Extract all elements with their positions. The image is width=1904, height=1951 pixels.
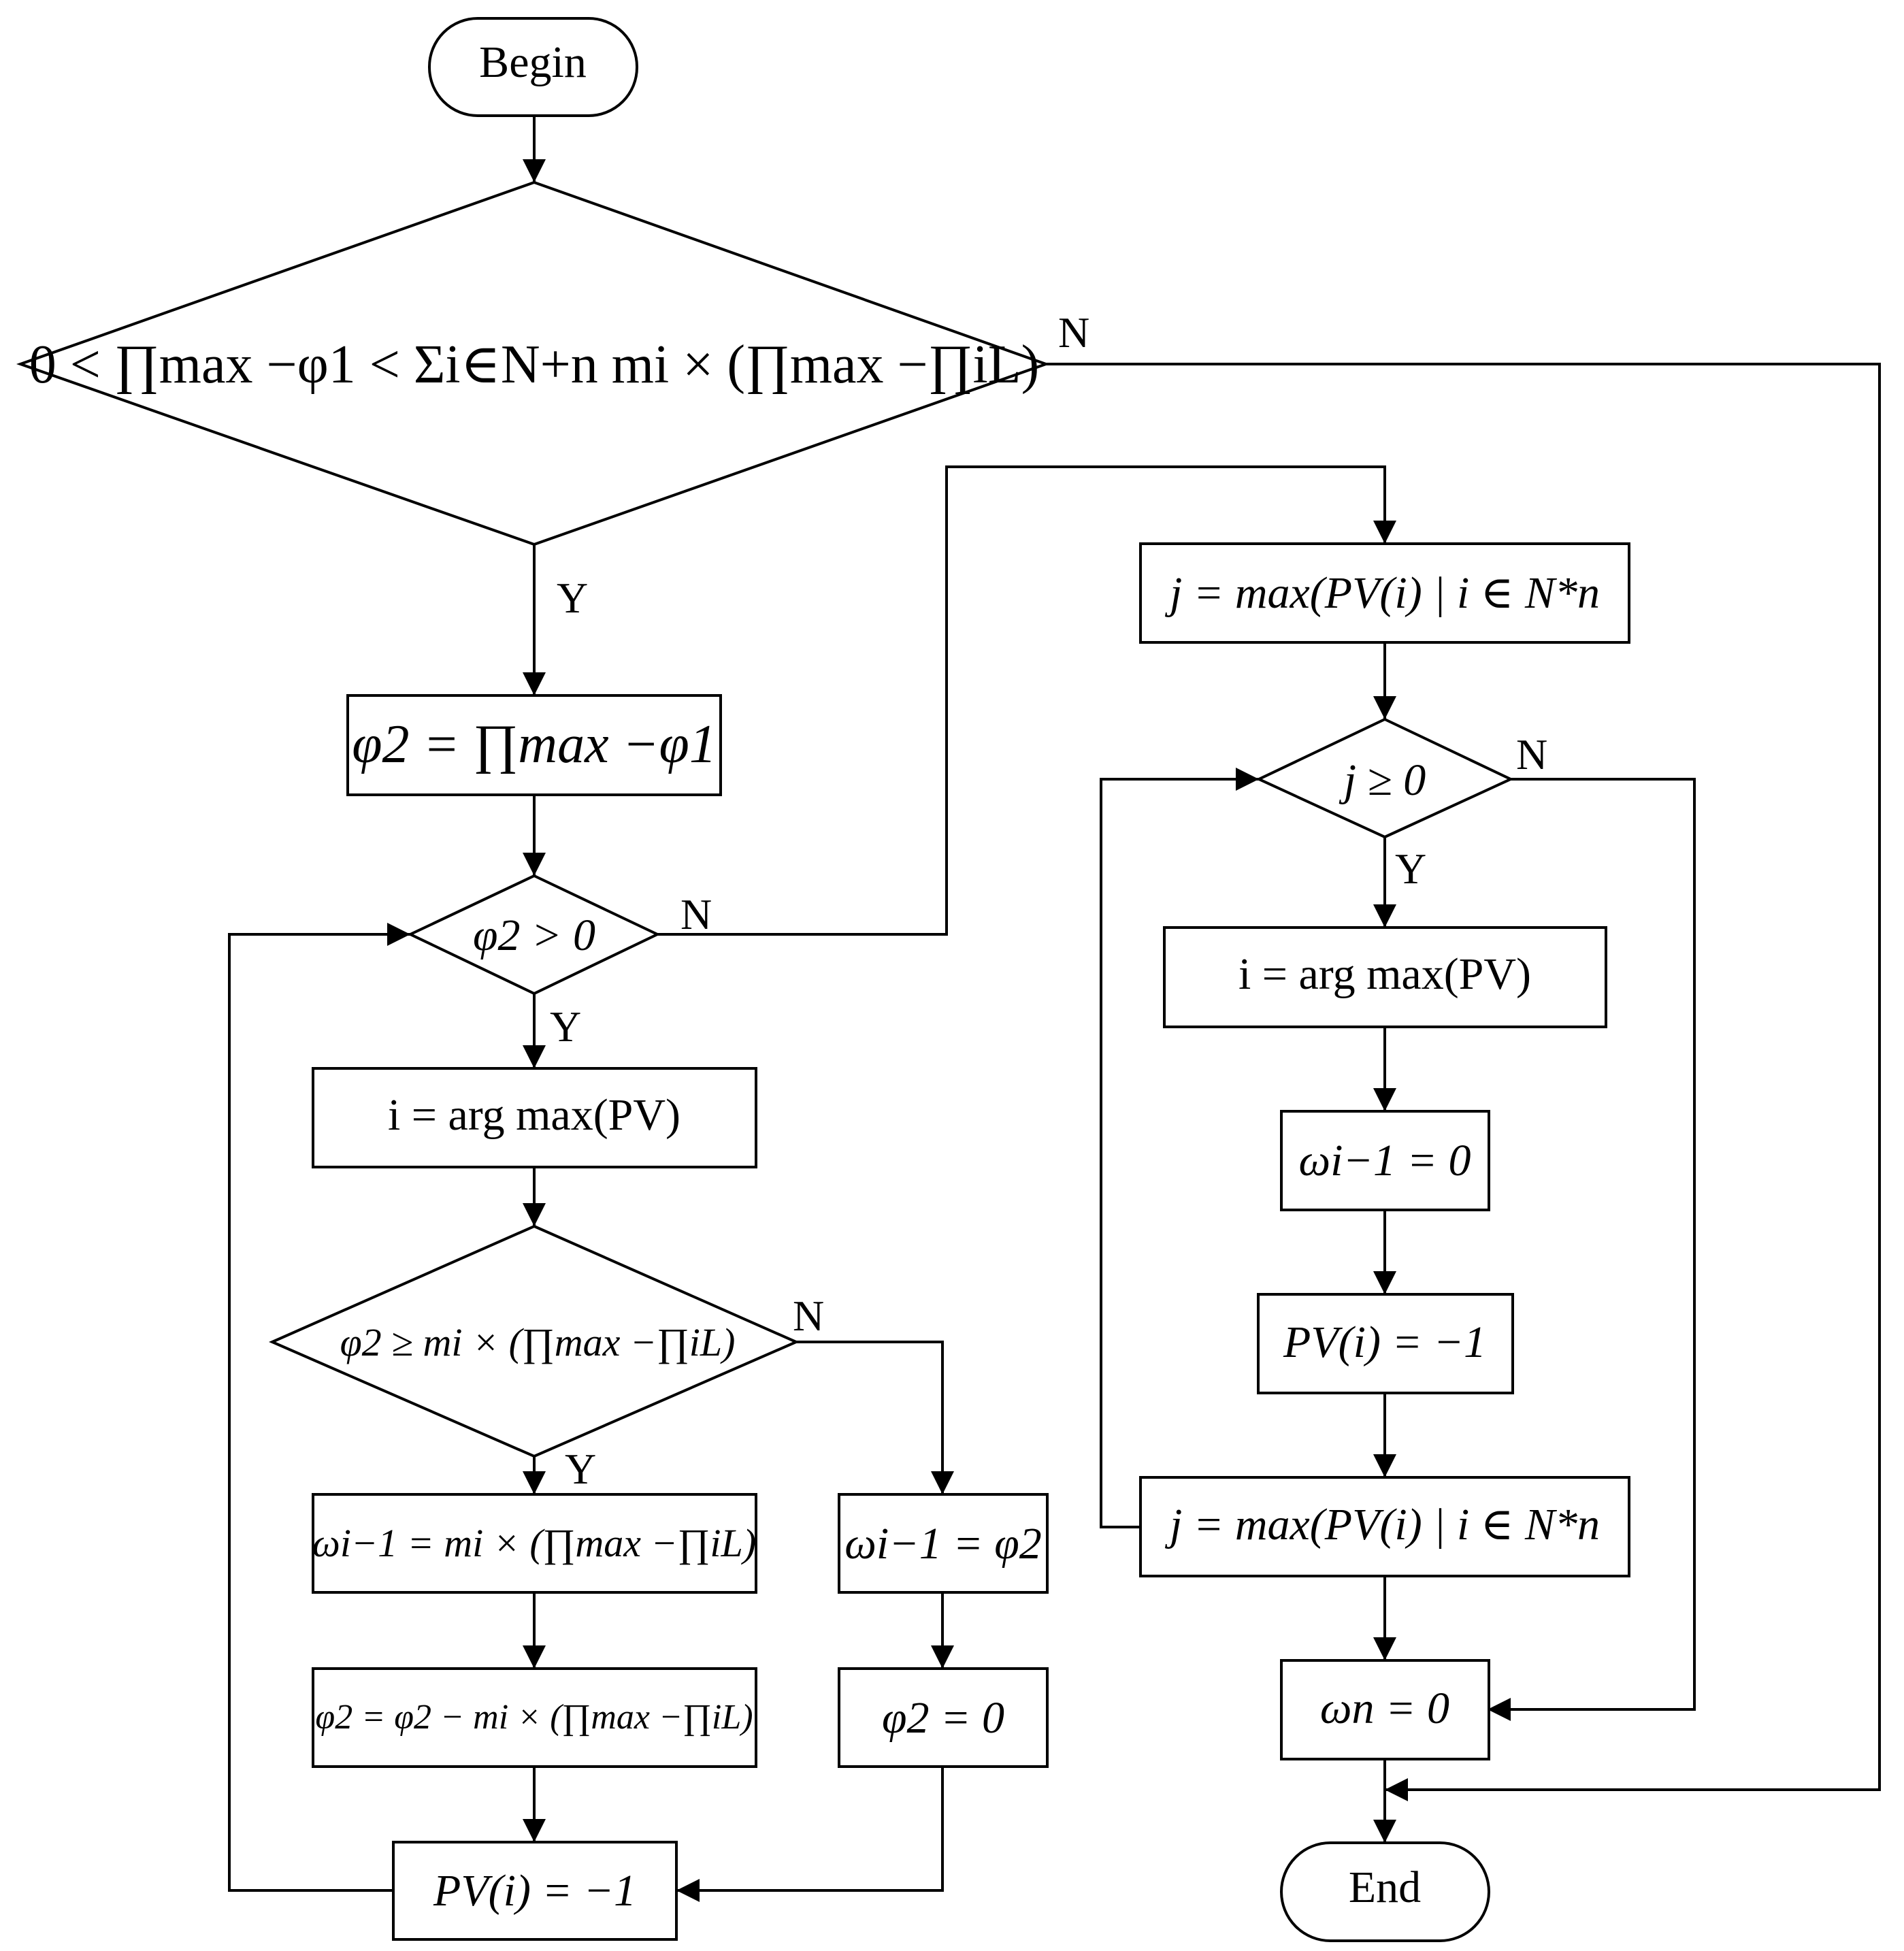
edge-cond-no-to-end (1046, 363, 1881, 1801)
process-omega-assign-y-label: ωi−1 = mi × (∏max −∏iL) (312, 1521, 756, 1565)
decision-main: 0 < ∏max −φ1 < Σi∈N+n mi × (∏max −∏iL) (16, 180, 1050, 546)
process-phi2-zero-label: φ2 = 0 (882, 1693, 1004, 1743)
begin-node: Begin (428, 17, 638, 117)
process-pv-right-label: PV(i) = −1 (1283, 1317, 1486, 1367)
decision-j-label: j ≥ 0 (1339, 755, 1426, 805)
label-yes-phi2: Y (550, 1002, 581, 1051)
process-argmax-left-label: i = arg max(PV) (388, 1090, 680, 1140)
edges (228, 116, 1881, 1902)
decision-phi2-label: φ2 > 0 (473, 911, 595, 960)
process-omega-assign-y: ωi−1 = mi × (∏max −∏iL) (312, 1493, 757, 1594)
decision-phi2-ge: φ2 ≥ mi × (∏max −∏iL) (269, 1224, 800, 1458)
process-omega-assign-n: ωi−1 = φ2 (838, 1493, 1049, 1594)
edge-phi2-zero-to-pv (676, 1767, 944, 1902)
process-omega-n: ωn = 0 (1280, 1659, 1490, 1760)
edge-cond-ge-no-to-omega-phi2 (796, 1341, 954, 1494)
decision-j: j ≥ 0 (1255, 717, 1514, 839)
branch-labels: N Y N Y N Y N Y (550, 308, 1547, 1493)
label-yes-main: Y (557, 574, 588, 622)
label-yes-ge: Y (565, 1445, 596, 1493)
process-pv-left-label: PV(i) = −1 (433, 1866, 636, 1916)
process-omega-zero: ωi−1 = 0 (1280, 1110, 1490, 1211)
decision-main-label: 0 < ∏max −φ1 < Σi∈N+n mi × (∏max −∏iL) (29, 335, 1040, 395)
process-argmax-right-label: i = arg max(PV) (1238, 949, 1531, 999)
end-node: End (1280, 1841, 1490, 1942)
label-yes-j: Y (1395, 845, 1426, 893)
label-no-main: N (1058, 308, 1089, 357)
process-phi2-update: φ2 = φ2 − mi × (∏max −∏iL) (312, 1667, 757, 1768)
decision-phi2-ge-label: φ2 ≥ mi × (∏max −∏iL) (340, 1320, 736, 1364)
process-phi2-init: φ2 = ∏max −φ1 (346, 694, 722, 796)
label-no-j: N (1516, 730, 1547, 778)
process-j-update-label: j = max(PV(i) | i ∈ N*n (1164, 1500, 1600, 1550)
decision-phi2: φ2 > 0 (407, 874, 661, 996)
end-label: End (1349, 1863, 1421, 1912)
process-phi2-init-label: φ2 = ∏max −φ1 (352, 715, 717, 774)
process-j-update: j = max(PV(i) | i ∈ N*n (1139, 1476, 1630, 1577)
process-omega-assign-n-label: ωi−1 = φ2 (844, 1519, 1042, 1569)
process-j-init: j = max(PV(i) | i ∈ N*n (1139, 542, 1630, 644)
begin-label: Begin (479, 37, 587, 87)
label-no-ge: N (793, 1292, 824, 1340)
process-omega-n-label: ωn = 0 (1320, 1684, 1449, 1733)
process-phi2-zero: φ2 = 0 (838, 1667, 1049, 1768)
process-argmax-left: i = arg max(PV) (312, 1067, 757, 1168)
edge-cond-phi2-no-to-j-init (657, 465, 1396, 936)
process-pv-left: PV(i) = −1 (392, 1841, 678, 1941)
process-phi2-update-label: φ2 = φ2 − mi × (∏max −∏iL) (315, 1698, 753, 1737)
process-pv-right: PV(i) = −1 (1257, 1293, 1514, 1394)
process-j-init-label: j = max(PV(i) | i ∈ N*n (1164, 568, 1600, 618)
edge-cond-j-no-to-omega-n (1488, 778, 1696, 1721)
edge-j-update-loop-to-cond-j (1100, 768, 1259, 1528)
label-no-phi2: N (680, 890, 712, 938)
edge-pv-loop-to-cond-phi2 (228, 923, 410, 1892)
process-argmax-right: i = arg max(PV) (1163, 926, 1607, 1028)
process-omega-zero-label: ωi−1 = 0 (1298, 1136, 1471, 1185)
